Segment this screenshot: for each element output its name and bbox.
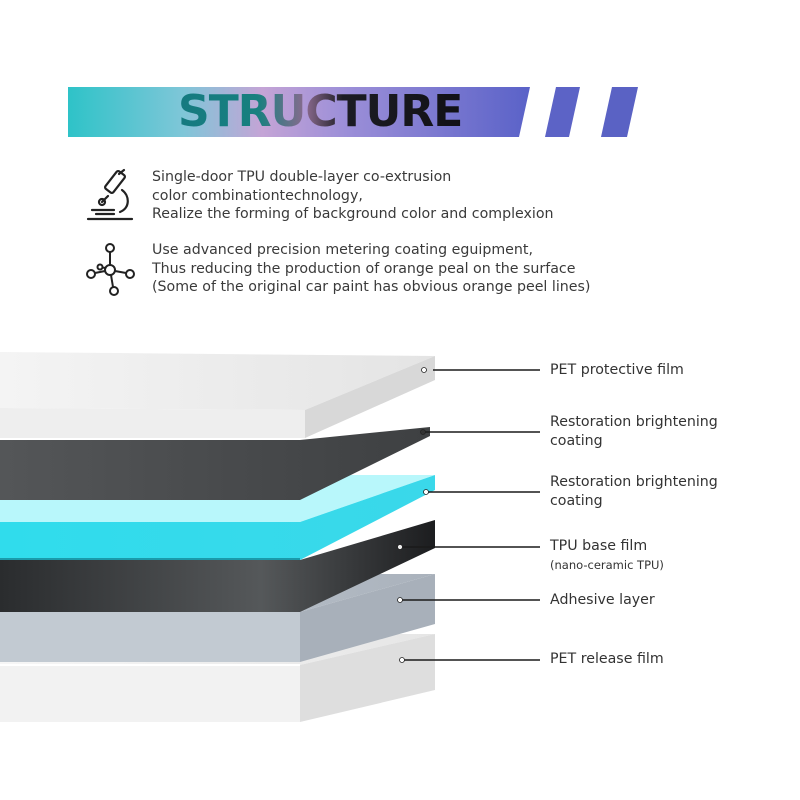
layer-label-restoration-coating: Restoration brightening coating: [550, 473, 718, 511]
layer-dark-coating: [0, 427, 430, 500]
feature-line: Single-door TPU double-layer co-extrusio…: [152, 169, 452, 185]
feature-line: color combinationtechnology,: [152, 187, 363, 204]
layer-label-pet-release-film: PET release film: [550, 651, 664, 667]
feature-line: Realize the forming of background color …: [152, 206, 554, 222]
layer-label-tpu-sub: (nano-ceramic TPU): [550, 558, 664, 572]
banner-stripe: [545, 87, 580, 137]
feature-item: Use advanced precision metering coating …: [84, 241, 724, 301]
layer-label-tpu-base-film: TPU base film: [550, 538, 648, 554]
banner-bar: [68, 87, 530, 137]
layer-label-pet-protective-film: PET protective film: [550, 362, 684, 378]
structure-banner: [68, 87, 638, 137]
leader-dots: [397, 367, 429, 663]
layer-label-restoration-coating: Restoration brightening coating: [550, 413, 718, 451]
layer-label-adhesive: Adhesive layer: [550, 592, 655, 608]
feature-line: (Some of the original car paint has obvi…: [152, 279, 591, 295]
layer-tpu-base-film: [0, 520, 435, 612]
layer-label-line: Restoration brightening: [550, 474, 718, 490]
banner-stripe: [601, 87, 638, 137]
feature-line: Use advanced precision metering coating …: [152, 242, 533, 258]
microscope-icon: [86, 168, 134, 221]
layer-label-line: coating: [550, 493, 603, 509]
page-title: STRUCTURE: [178, 84, 463, 140]
layer-stack-diagram: [0, 352, 540, 722]
feature-text: Use advanced precision metering coating …: [152, 241, 590, 297]
layer-label-line: Restoration brightening: [550, 414, 718, 430]
feature-line: Thus reducing the production of orange p…: [152, 260, 576, 277]
layer-label-line: coating: [550, 433, 603, 449]
feature-item: Single-door TPU double-layer co-extrusio…: [84, 168, 724, 228]
layer-pet-protective-film: [0, 352, 435, 438]
leader-lines: [400, 369, 540, 661]
molecule-icon: [86, 243, 135, 296]
feature-text: Single-door TPU double-layer co-extrusio…: [152, 168, 554, 224]
